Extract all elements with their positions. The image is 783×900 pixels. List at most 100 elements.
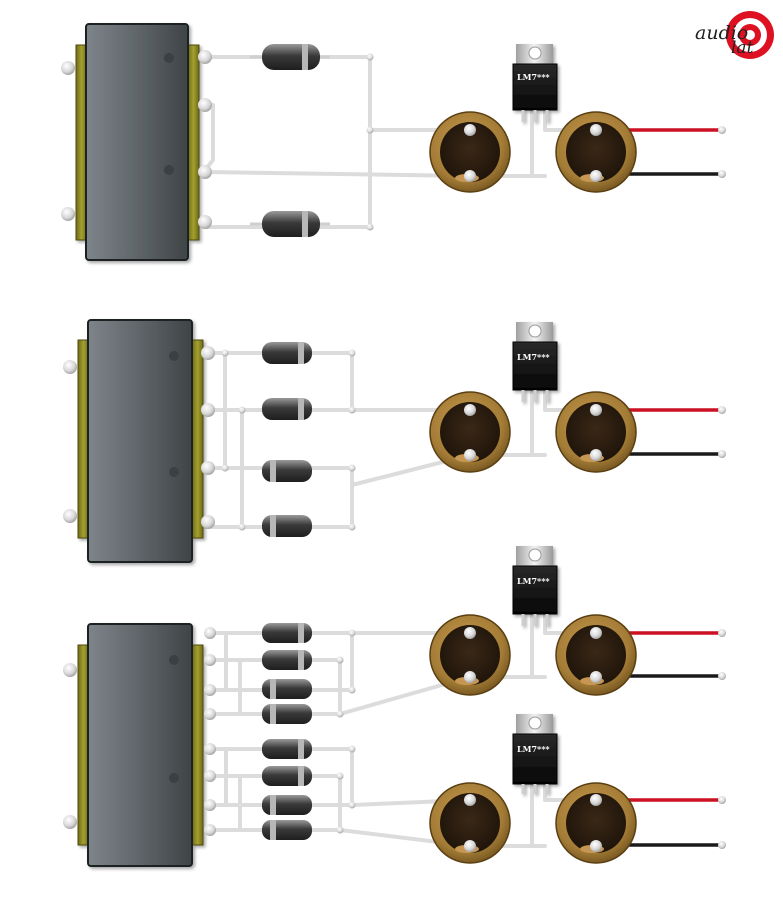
pad xyxy=(204,627,216,639)
pad xyxy=(718,126,726,134)
pad xyxy=(348,464,356,472)
pad xyxy=(366,126,374,134)
pad xyxy=(204,799,216,811)
transformer xyxy=(77,623,204,867)
pads xyxy=(63,627,726,849)
pad xyxy=(221,464,229,472)
pad xyxy=(348,629,356,637)
output-capacitor xyxy=(555,391,637,473)
pad xyxy=(204,770,216,782)
pad xyxy=(221,349,229,357)
filter-capacitor xyxy=(429,111,511,193)
pad xyxy=(718,170,726,178)
filter-capacitor xyxy=(429,614,511,696)
transformer-rivet xyxy=(169,467,179,477)
pad xyxy=(718,629,726,637)
pad xyxy=(61,61,75,75)
pads xyxy=(61,50,726,231)
transformer xyxy=(75,23,200,261)
pads xyxy=(63,346,726,531)
diode xyxy=(262,398,312,420)
regulator-label: LM7*** xyxy=(517,352,550,362)
pad xyxy=(204,654,216,666)
transformer-body xyxy=(87,319,193,563)
pad xyxy=(201,403,215,417)
filter-capacitor xyxy=(429,782,511,864)
diode xyxy=(262,515,312,537)
filter-capacitor xyxy=(429,391,511,473)
diode xyxy=(262,650,312,670)
voltage-regulator: LM7*** xyxy=(512,322,558,402)
pad xyxy=(718,796,726,804)
regulator-label: LM7*** xyxy=(517,576,550,586)
pad xyxy=(718,672,726,680)
pad xyxy=(63,663,77,677)
diode xyxy=(250,44,330,70)
pad xyxy=(348,349,356,357)
pad xyxy=(336,656,344,664)
transformer-rivet xyxy=(164,53,174,63)
pad xyxy=(238,523,246,531)
transformer xyxy=(77,319,204,563)
pad xyxy=(366,223,374,231)
target-icon xyxy=(726,11,774,59)
pad xyxy=(204,708,216,720)
transformer-rivet xyxy=(169,773,179,783)
output-capacitor xyxy=(555,111,637,193)
pad xyxy=(201,461,215,475)
pad xyxy=(348,801,356,809)
diode xyxy=(262,704,312,724)
pad xyxy=(718,450,726,458)
circuit-3: LM7*** LM7*** xyxy=(63,546,726,867)
transformer-bracket-right xyxy=(187,44,200,241)
pad xyxy=(348,406,356,414)
diode xyxy=(262,739,312,759)
diode xyxy=(262,342,312,364)
pad xyxy=(718,841,726,849)
diode xyxy=(262,795,312,815)
pad xyxy=(63,509,77,523)
pad xyxy=(63,815,77,829)
regulator-label: LM7*** xyxy=(517,72,550,82)
pad xyxy=(198,98,212,112)
pad xyxy=(63,360,77,374)
pad xyxy=(201,346,215,360)
voltage-regulator: LM7*** xyxy=(512,714,558,794)
pad xyxy=(336,772,344,780)
transformer-rivet xyxy=(164,165,174,175)
voltage-regulator: LM7*** xyxy=(512,44,558,122)
diode xyxy=(250,211,330,237)
pad xyxy=(366,53,374,61)
pad xyxy=(204,684,216,696)
output-capacitor xyxy=(555,782,637,864)
diode xyxy=(262,820,312,840)
pad xyxy=(204,743,216,755)
diode xyxy=(262,679,312,699)
diode xyxy=(262,623,312,643)
regulator-label: LM7*** xyxy=(517,744,550,754)
circuit-1: LM7*** xyxy=(61,23,726,261)
audiolat-logo: audio lat xyxy=(695,8,775,62)
voltage-regulator: LM7*** xyxy=(512,546,558,626)
pad xyxy=(718,406,726,414)
logo-word: audio xyxy=(695,22,749,44)
pad xyxy=(198,165,212,179)
diode xyxy=(262,460,312,482)
pad xyxy=(198,215,212,229)
pad xyxy=(238,406,246,414)
pad xyxy=(348,686,356,694)
pad xyxy=(348,523,356,531)
circuit-2: LM7*** xyxy=(63,319,726,563)
pad xyxy=(336,710,344,718)
pad xyxy=(336,826,344,834)
transformer-bracket-right xyxy=(191,339,204,539)
transformer-bracket-right xyxy=(191,644,204,846)
logo-word: lat xyxy=(731,38,754,58)
pad xyxy=(201,515,215,529)
transformer-body xyxy=(85,23,189,261)
pad xyxy=(198,50,212,64)
pad xyxy=(204,824,216,836)
diode xyxy=(262,766,312,786)
output-capacitor xyxy=(555,614,637,696)
